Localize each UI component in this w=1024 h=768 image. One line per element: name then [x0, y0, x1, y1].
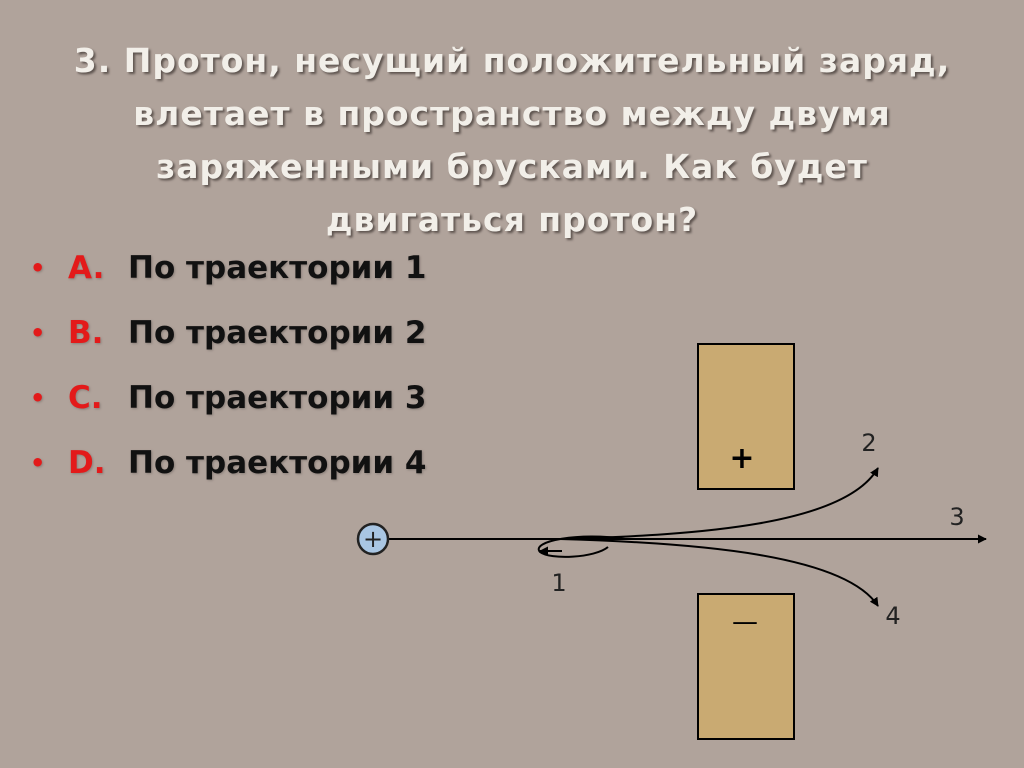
trajectory-label-2: 2 [861, 429, 876, 457]
option-text: По траектории 2 [128, 315, 427, 351]
bullet-icon: • [30, 319, 46, 347]
option-text: По траектории 3 [128, 380, 427, 416]
question-line-4: двигаться протон? [325, 200, 699, 239]
proton [356, 522, 390, 556]
option-b[interactable]: • B. По траектории 2 [30, 305, 426, 370]
option-c[interactable]: • C. По траектории 3 [30, 370, 426, 435]
question-line-1: 3. Протон, несущий положительный заряд, [73, 41, 951, 80]
negative-bar-sign: — [732, 607, 758, 637]
option-text: По траектории 1 [128, 250, 427, 286]
option-letter: B. [68, 315, 104, 351]
option-letter: C. [68, 380, 103, 416]
question-title: 3. Протон, несущий положительный заряд, … [30, 34, 994, 246]
bullet-icon: • [30, 449, 46, 477]
negative-bar [697, 593, 795, 740]
answer-options: • A. По траектории 1 • B. По траектории 2 • C… [30, 240, 426, 500]
trajectory-label-3: 3 [949, 503, 964, 531]
positive-bar-sign: + [729, 441, 754, 476]
bullet-icon: • [30, 384, 46, 412]
trajectory-label-1: 1 [551, 569, 566, 597]
proton-sign: + [363, 525, 383, 553]
trajectory-4-curve [559, 538, 879, 607]
bullet-icon: • [30, 254, 46, 282]
option-letter: D. [68, 445, 106, 481]
positive-bar [697, 343, 795, 490]
option-letter: A. [68, 250, 105, 286]
trajectory-label-4: 4 [885, 602, 900, 630]
option-a[interactable]: • A. По траектории 1 [30, 240, 426, 305]
question-line-3: заряженными брусками. Как будет [156, 147, 868, 186]
option-d[interactable]: • D. По траектории 4 [30, 435, 426, 500]
question-line-2: влетает в пространство между двумя [133, 94, 891, 133]
option-text: По траектории 4 [128, 445, 427, 481]
